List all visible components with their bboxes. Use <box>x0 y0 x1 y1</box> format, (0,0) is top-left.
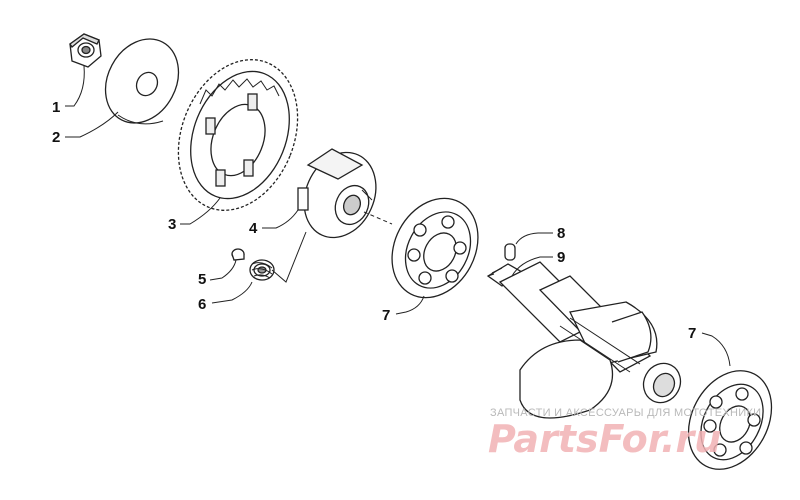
crankshaft-part <box>486 261 682 419</box>
leader-line-7b <box>701 332 731 367</box>
leader-line-7a <box>395 295 425 315</box>
callout-4: 4 <box>249 220 258 237</box>
callout-3: 3 <box>168 216 176 233</box>
leader-line-4 <box>262 209 299 229</box>
ball-bearing-left-part <box>391 197 479 299</box>
callout-1: 1 <box>52 99 60 116</box>
spring-part <box>249 259 275 281</box>
callout-2: 2 <box>52 129 60 146</box>
watermark-caption: ЗАПЧАСТИ И АКСЕССУАРЫ ДЛЯ МОТОТЕХНИКИ <box>490 407 761 419</box>
watermark: ЗАПЧАСТИ И АКСЕССУАРЫ ДЛЯ МОТОТЕХНИКИ Pa… <box>488 407 761 461</box>
ratchet-cam-part <box>297 148 377 239</box>
leader-line-3 <box>180 197 221 225</box>
leader-line-6 <box>211 281 253 304</box>
callout-6: 6 <box>198 296 206 313</box>
callout-7-right: 7 <box>688 325 696 342</box>
leader-line-8 <box>515 232 553 245</box>
callout-5: 5 <box>198 271 206 288</box>
pin-part <box>231 248 245 261</box>
leader-line-1 <box>65 65 85 107</box>
callout-8: 8 <box>557 225 565 242</box>
axis-line-left <box>363 211 393 225</box>
gear-part <box>177 59 299 211</box>
callout-9: 9 <box>557 249 565 266</box>
leader-line-4b <box>271 231 307 283</box>
leader-line-5 <box>209 259 237 281</box>
callout-numbers: 1 2 3 4 5 6 7 8 9 7 <box>52 99 696 342</box>
leader-lines <box>65 65 731 367</box>
leader-line-9 <box>511 256 553 277</box>
hex-nut-part <box>69 33 102 68</box>
ball-bearing-right-part <box>687 370 773 470</box>
callout-7-left: 7 <box>382 307 390 324</box>
woodruff-key-part <box>504 243 516 261</box>
leader-line-2 <box>65 111 119 138</box>
watermark-brand: PartsFor.ru <box>488 417 721 461</box>
washer-part <box>104 38 180 125</box>
